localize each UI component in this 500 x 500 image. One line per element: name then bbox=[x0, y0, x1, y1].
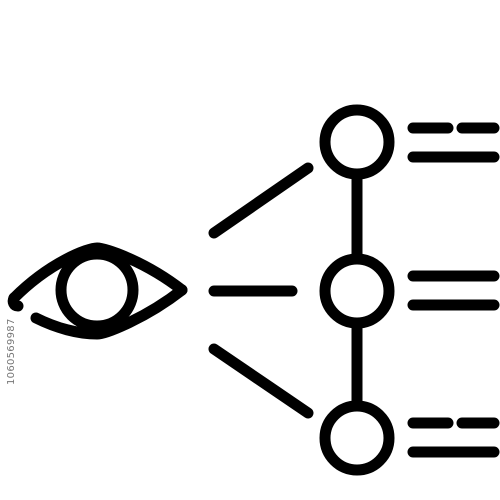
stock-image-id: 1060569987 bbox=[6, 318, 17, 385]
eye-outline-lower bbox=[30, 284, 188, 340]
text-lines-middle bbox=[407, 270, 500, 311]
node-circle-bottom bbox=[319, 400, 395, 476]
eye-iris bbox=[55, 248, 139, 332]
node-circle-middle bbox=[319, 253, 395, 329]
text-lines-bottom bbox=[407, 417, 500, 458]
connector-lines bbox=[208, 162, 314, 419]
connector-line-top bbox=[208, 162, 314, 239]
eye-outline-upper bbox=[8, 242, 188, 304]
text-lines-top bbox=[407, 122, 500, 163]
node-circle-top bbox=[319, 104, 395, 180]
node-text-lines bbox=[407, 122, 500, 458]
eye-outline-left-tail bbox=[7, 292, 24, 312]
connector-line-bottom bbox=[208, 343, 314, 419]
network-nodes bbox=[319, 104, 395, 476]
eye-icon bbox=[7, 242, 188, 340]
icon-strokes bbox=[7, 104, 500, 476]
